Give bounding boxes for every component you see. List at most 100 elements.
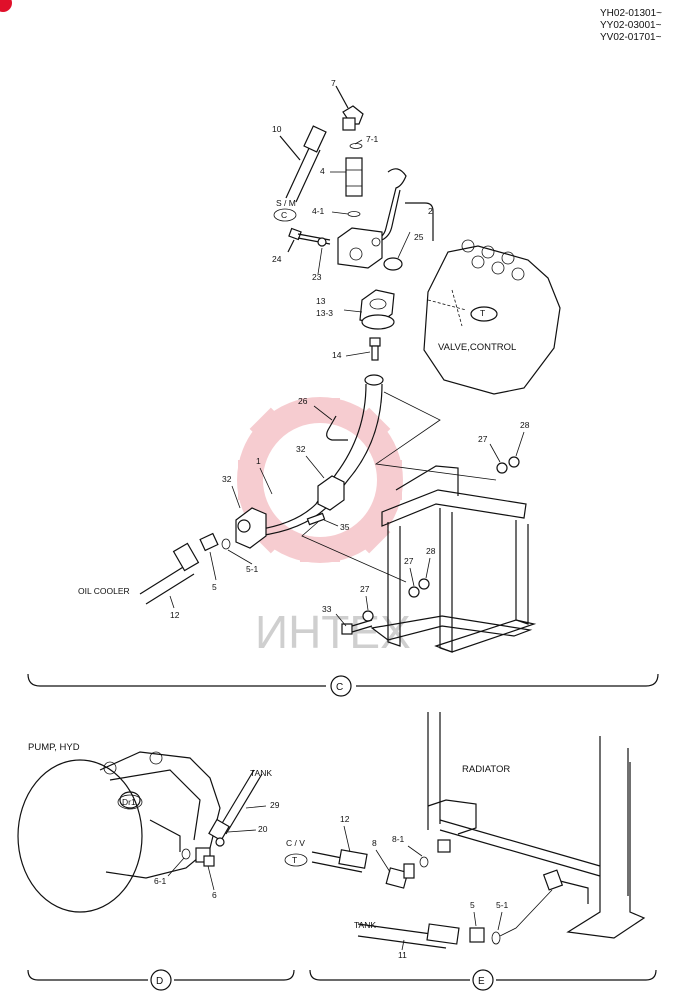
section-d-view: PUMP, HYD Dr1 T: [17, 742, 280, 913]
part-label-24: 24: [272, 254, 282, 264]
washer-27-lower: [362, 610, 374, 622]
part-label-29: 29: [270, 800, 280, 810]
part-label-28: 28: [520, 420, 530, 430]
dr1-port-circle: [117, 794, 143, 810]
part-label-5-1: 5-1: [246, 564, 259, 574]
o-ring-5-1: [221, 538, 231, 550]
bolt-33: [341, 619, 373, 635]
serial-number-block: YH02-01301~ YY02-03001~ YV02-01701~: [600, 8, 662, 44]
guide-line: [374, 391, 497, 481]
part-label-8: 8: [372, 838, 377, 848]
sm-label: S / M: [276, 198, 296, 208]
part-label-4-1: 4-1: [312, 206, 325, 216]
pipe-2-edge: [381, 189, 401, 241]
part-label-12: 12: [170, 610, 180, 620]
o-ring-6-1: [181, 848, 191, 860]
divider-view-d: D: [27, 969, 295, 991]
clamp-32-lower: [235, 507, 267, 549]
part-label-28: 28: [426, 546, 436, 556]
divider-view-c: C: [27, 673, 659, 697]
callout-c-circle: [273, 208, 297, 222]
cv-label: C / V: [286, 838, 305, 848]
section-c-view: 7 7-1 10 4 4-1 2 24 23 25 13 13-3 14 26 …: [78, 78, 561, 653]
serial-number: YV02-01701~: [600, 32, 662, 43]
view-d-letter: D: [156, 976, 163, 987]
valve-control-label: VALVE,CONTROL: [438, 342, 516, 353]
o-ring-8-1: [419, 856, 429, 868]
watermark-text: ИНТЕХ: [255, 606, 411, 658]
washer-23: [317, 237, 327, 247]
pipe-2-branch: [405, 202, 434, 241]
adapter-4: [345, 157, 363, 197]
part-label-27: 27: [404, 556, 414, 566]
callout-t-text-e: T: [292, 855, 297, 865]
callout-c-text: C: [281, 210, 287, 220]
tank-label-e: TANK: [354, 920, 376, 930]
part-label-11: 11: [398, 950, 407, 960]
fitting-5: [199, 532, 219, 552]
part-label-13-3: 13-3: [316, 308, 333, 318]
radiator-label: RADIATOR: [462, 764, 510, 775]
radiator: [427, 712, 646, 939]
pipe-1: [255, 374, 384, 537]
part-label-32: 32: [296, 444, 306, 454]
hose-10: [279, 125, 327, 203]
nut-28-upper: [508, 456, 520, 468]
part-label-7: 7: [331, 78, 336, 88]
callout-t-circle-e: [284, 853, 308, 867]
part-label-5-1-e: 5-1: [496, 900, 509, 910]
manifold-block: [337, 227, 383, 269]
leader-lines-e: [343, 825, 503, 951]
guide-line-e: [499, 889, 553, 937]
part-label-5: 5: [212, 582, 217, 592]
view-c-letter: C: [336, 682, 343, 693]
leader-lines: [169, 139, 525, 627]
elbow-8: [385, 863, 415, 889]
pump-label: PUMP, HYD: [28, 742, 80, 753]
o-ring-25: [383, 257, 403, 271]
part-label-4: 4: [320, 166, 325, 176]
hose-12: [139, 542, 200, 605]
part-label-25: 25: [414, 232, 424, 242]
bolt-14: [369, 337, 381, 361]
part-label-2: 2: [428, 206, 433, 216]
clamp-32-upper: [317, 475, 345, 511]
serial-number: YH02-01301~: [600, 8, 662, 19]
hydraulic-pump: [17, 751, 221, 913]
part-label-33: 33: [322, 604, 332, 614]
part-label-20: 20: [258, 824, 268, 834]
serial-number: YY02-03001~: [600, 20, 662, 31]
part-label-8-1: 8-1: [392, 834, 405, 844]
o-ring-5-1-e: [491, 931, 501, 945]
view-e-letter: E: [478, 976, 485, 987]
part-label-27: 27: [360, 584, 370, 594]
washer-27-mid: [408, 586, 420, 598]
o-ring-4-1: [347, 211, 361, 217]
part-label-1: 1: [256, 456, 261, 466]
elbow-fitting-7: [335, 85, 364, 131]
pipe-end: [237, 519, 251, 533]
hose-11: [357, 923, 460, 949]
washer-27-upper: [496, 462, 508, 474]
part-label-13: 13: [316, 296, 326, 306]
leader-lines-d: [167, 805, 267, 891]
radiator-fitting: [542, 869, 564, 891]
control-valve: [423, 239, 561, 395]
oil-cooler-label: OIL COOLER: [78, 586, 130, 596]
guide-line: [301, 521, 407, 583]
part-label-6: 6: [212, 890, 217, 900]
part-label-6-1: 6-1: [154, 876, 167, 886]
flange-13: [359, 289, 395, 330]
hose-12-e: [311, 849, 368, 873]
fitting-20: [215, 837, 225, 847]
part-label-10: 10: [272, 124, 282, 134]
part-label-23: 23: [312, 272, 322, 282]
u-bolt-26: [326, 415, 348, 441]
part-label-7-1: 7-1: [366, 134, 379, 144]
fitting-radiator-upper: [437, 839, 451, 853]
divider-view-e: E: [309, 969, 657, 991]
dr1-label: Dr1: [122, 797, 136, 807]
elbow-6: [195, 847, 215, 867]
